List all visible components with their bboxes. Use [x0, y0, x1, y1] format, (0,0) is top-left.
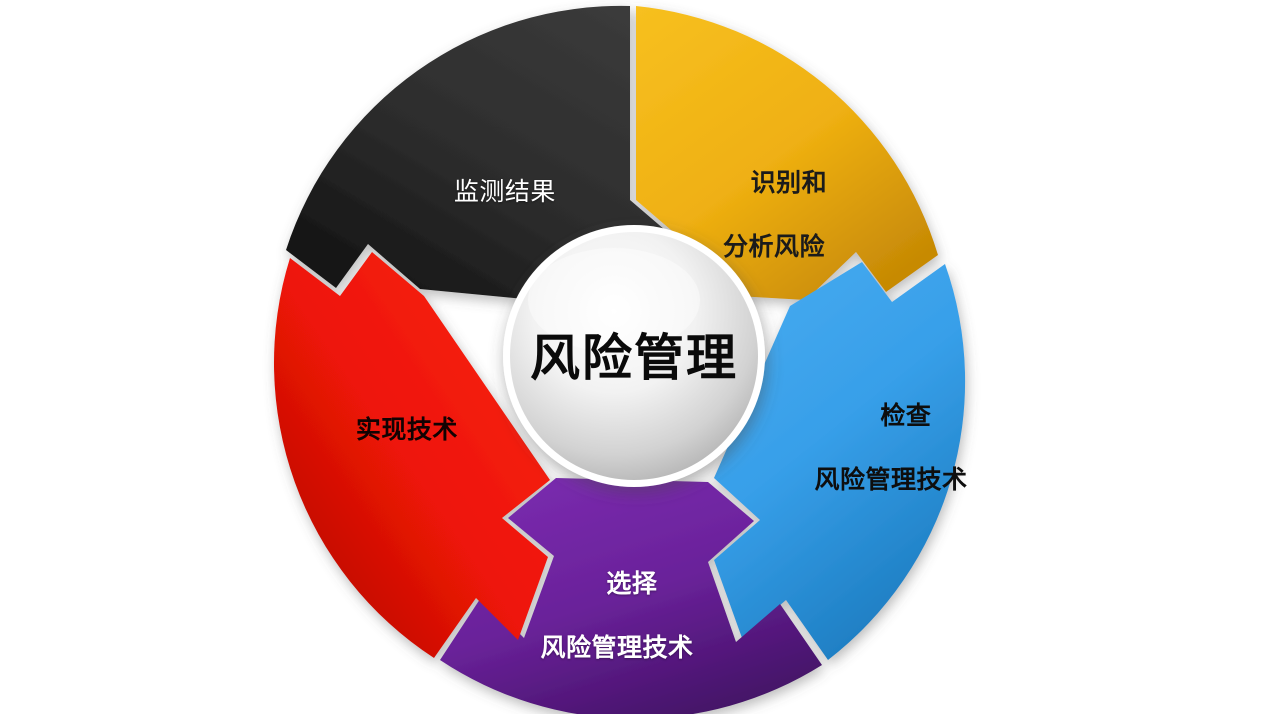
center-hub-highlight: [528, 248, 700, 352]
center-hub[interactable]: [503, 225, 765, 487]
segment-select-risk-management-techniques[interactable]: [440, 478, 822, 714]
segment-implement-techniques[interactable]: [273, 252, 550, 658]
segment-examine-risk-management-techniques[interactable]: [714, 262, 966, 660]
segment-monitor-results[interactable]: [286, 5, 672, 303]
segment-identify-analyze-risk[interactable]: [636, 6, 938, 300]
